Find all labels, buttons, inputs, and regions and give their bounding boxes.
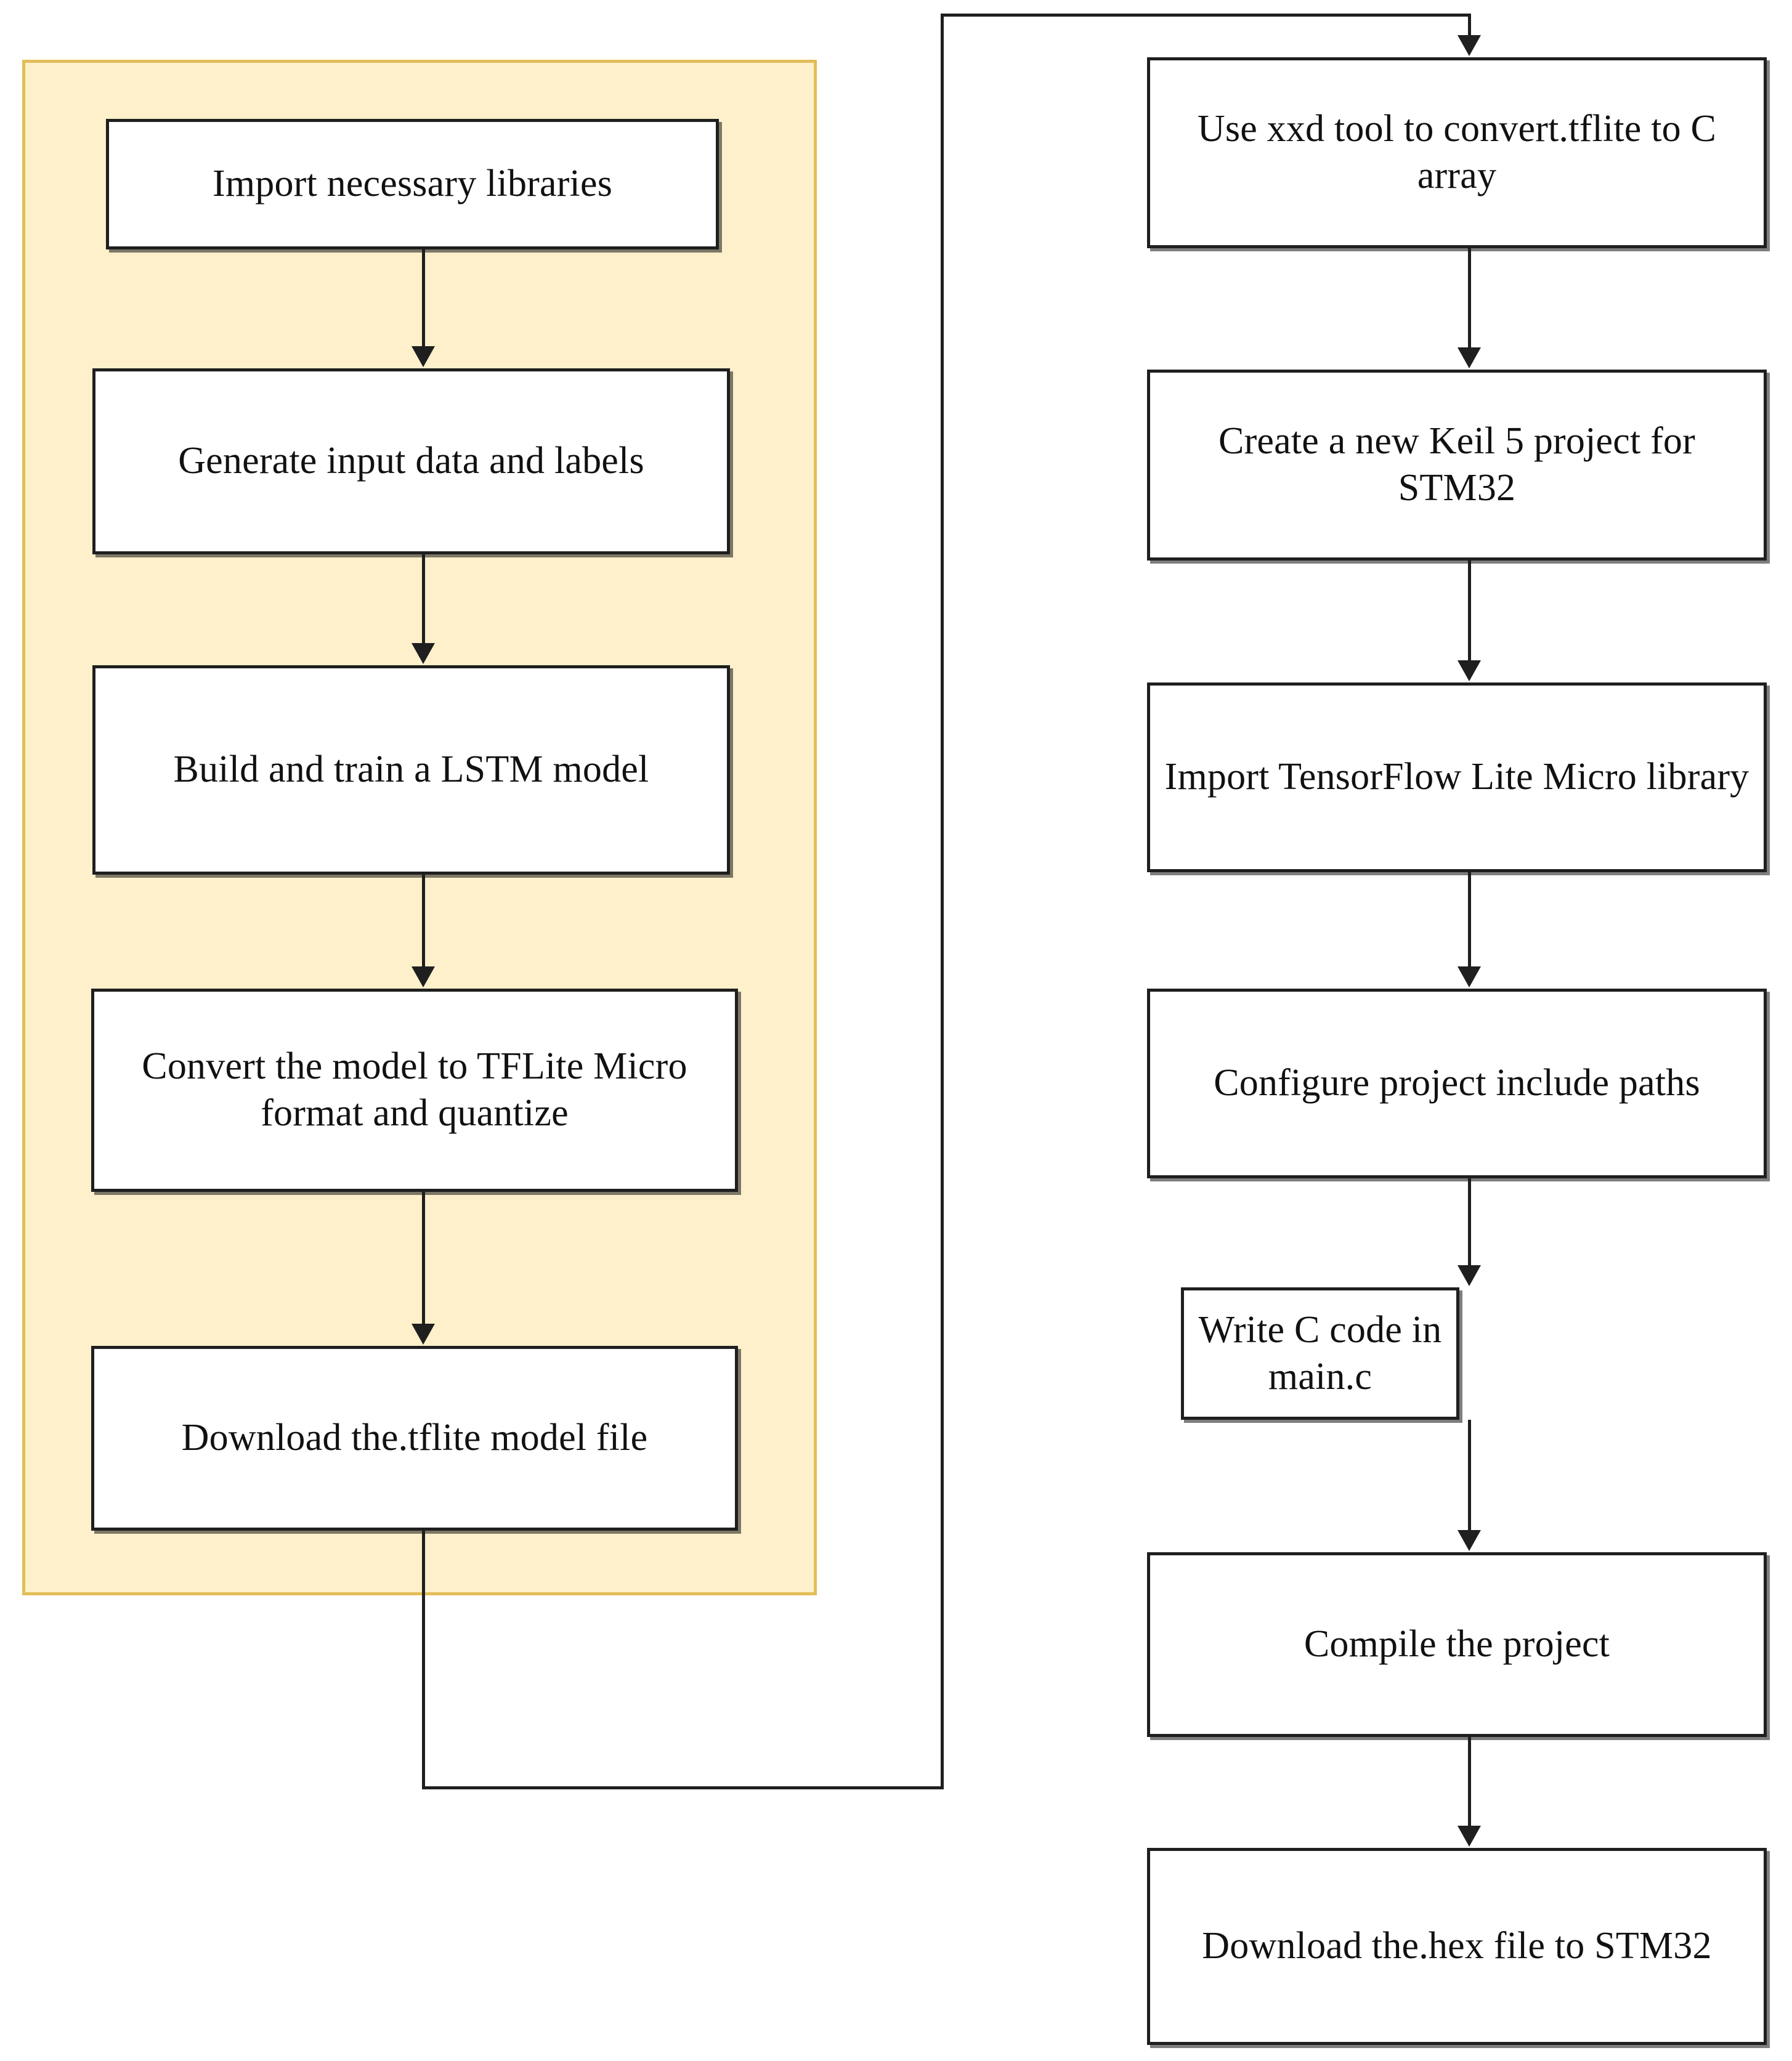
node-label: Configure project include paths [1214, 1062, 1700, 1104]
arrowhead-right-6-to-7 [1458, 1826, 1481, 1847]
node-import-tflm-library[interactable]: Import TensorFlow Lite Micro library [1147, 682, 1767, 872]
connector-right-1-to-2 [1468, 248, 1471, 349]
connector-right-3-to-4 [1468, 872, 1471, 968]
node-label: Create a new Keil 5 project for STM32 [1218, 420, 1695, 509]
connector-stage-route-down-into-xxd [1468, 14, 1471, 38]
connector-left-4-to-5 [422, 1192, 425, 1326]
connector-stage-route-bottom-horizontal [422, 1786, 944, 1789]
node-label: Write C code in main.c [1198, 1308, 1442, 1398]
node-label: Convert the model to TFLite Micro format… [142, 1045, 687, 1134]
node-label: Download the.tflite model file [181, 1417, 648, 1459]
connector-right-5-to-6 [1468, 1420, 1471, 1532]
arrowhead-left-4-to-5 [412, 1324, 435, 1345]
arrowhead-right-1-to-2 [1458, 347, 1481, 368]
connector-stage-route-left-channel-up [941, 14, 944, 1789]
connector-left-3-to-4 [422, 875, 425, 968]
connector-right-4-to-5 [1468, 1178, 1471, 1267]
arrowhead-right-3-to-4 [1458, 966, 1481, 987]
node-generate-data[interactable]: Generate input data and labels [92, 368, 730, 554]
connector-left-1-to-2 [422, 249, 425, 348]
connector-right-6-to-7 [1468, 1737, 1471, 1828]
arrowhead-right-4-to-5 [1458, 1265, 1481, 1286]
connector-stage-route-top-horizontal [941, 14, 1471, 17]
arrowhead-right-5-to-6 [1458, 1530, 1481, 1551]
node-download-hex[interactable]: Download the.hex file to STM32 [1147, 1848, 1767, 2045]
connector-left-2-to-3 [422, 554, 425, 645]
node-configure-include-paths[interactable]: Configure project include paths [1147, 989, 1767, 1178]
node-label: Build and train a LSTM model [173, 748, 649, 791]
node-import-libraries[interactable]: Import necessary libraries [106, 119, 719, 249]
node-label: Use xxd tool to convert.tflite to C arra… [1197, 108, 1717, 196]
node-build-train-lstm[interactable]: Build and train a LSTM model [92, 665, 730, 875]
node-create-keil-project[interactable]: Create a new Keil 5 project for STM32 [1147, 370, 1767, 561]
node-xxd-convert[interactable]: Use xxd tool to convert.tflite to C arra… [1147, 57, 1767, 248]
arrowhead-left-2-to-3 [412, 643, 435, 664]
connector-stage-route-down-from-tflite [422, 1531, 425, 1789]
arrowhead-right-2-to-3 [1458, 660, 1481, 681]
node-label: Generate input data and labels [178, 440, 644, 482]
node-download-tflite[interactable]: Download the.tflite model file [91, 1346, 738, 1531]
node-compile-project[interactable]: Compile the project [1147, 1552, 1767, 1737]
node-label: Compile the project [1303, 1623, 1610, 1666]
node-label: Download the.hex file to STM32 [1202, 1925, 1712, 1967]
node-write-main-c[interactable]: Write C code in main.c [1181, 1287, 1459, 1420]
arrowhead-left-1-to-2 [412, 346, 435, 367]
node-label: Import necessary libraries [212, 163, 613, 205]
arrowhead-left-3-to-4 [412, 966, 435, 987]
arrowhead-stage-route-into-xxd [1458, 35, 1481, 56]
node-convert-tflite[interactable]: Convert the model to TFLite Micro format… [91, 989, 738, 1192]
connector-right-2-to-3 [1468, 561, 1471, 662]
node-label: Import TensorFlow Lite Micro library [1164, 756, 1749, 798]
